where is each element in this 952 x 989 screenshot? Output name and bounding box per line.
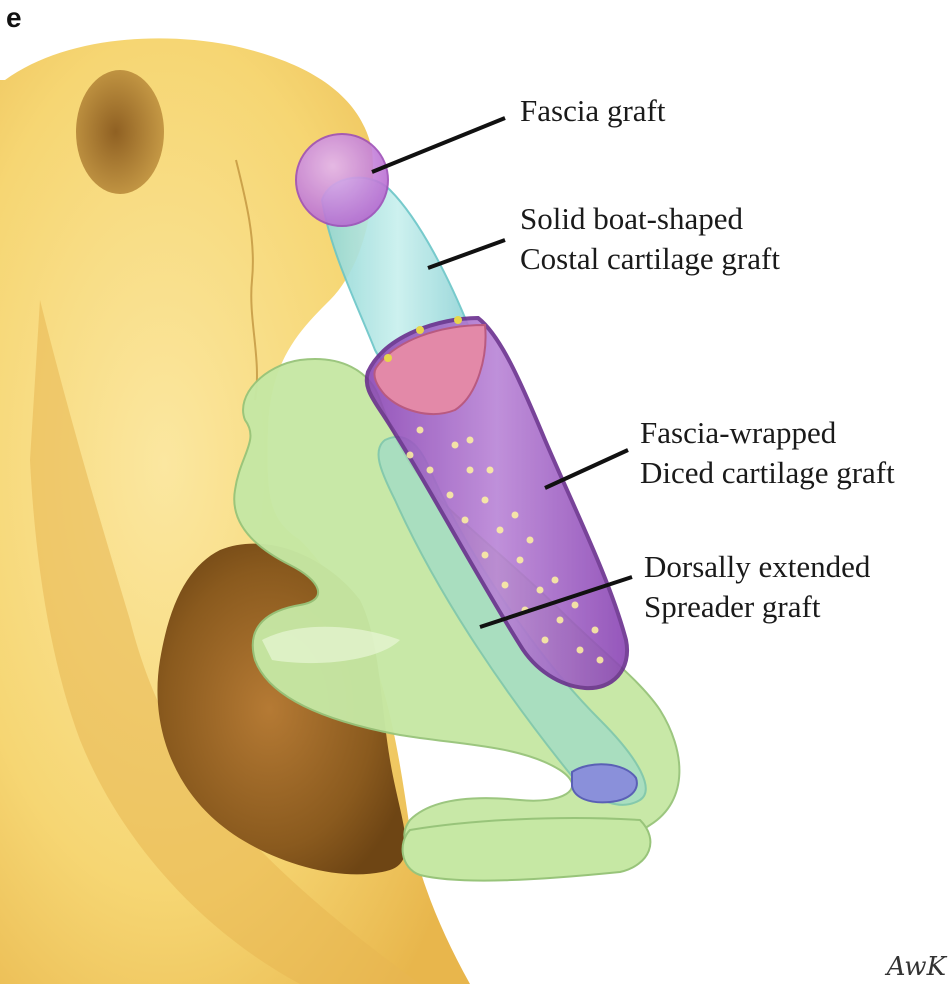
diced-cartilage-dot [577, 647, 584, 654]
suture-dot [384, 354, 392, 362]
diced-cartilage-dot [482, 552, 489, 559]
label-boat-graft-line1: Solid boat-shaped [520, 200, 743, 238]
diced-cartilage-dot [447, 492, 454, 499]
diced-cartilage-dot [407, 452, 414, 459]
label-spreader-graft-line2: Spreader graft [644, 588, 820, 626]
diced-cartilage-dot [487, 467, 494, 474]
diced-cartilage-dot [542, 637, 549, 644]
label-fascia-graft: Fascia graft [520, 92, 665, 130]
diced-cartilage-dot [452, 442, 459, 449]
diced-cartilage-dot [467, 467, 474, 474]
columella [403, 818, 651, 881]
diced-cartilage-dot [517, 557, 524, 564]
diced-cartilage-dot [467, 437, 474, 444]
leader-fascia [372, 118, 505, 172]
diced-cartilage-dot [557, 617, 564, 624]
suture-dot [416, 326, 424, 334]
label-spreader-graft-line1: Dorsally extended [644, 548, 870, 586]
leader-boat [428, 240, 505, 268]
panel-letter: e [6, 2, 22, 34]
suture-dot [454, 316, 462, 324]
label-boat-graft-line2: Costal cartilage graft [520, 240, 780, 278]
diced-cartilage-dot [527, 537, 534, 544]
diced-cartilage-dot [497, 527, 504, 534]
diced-cartilage-dot [502, 582, 509, 589]
label-diced-graft-line2: Diced cartilage graft [640, 454, 895, 492]
diced-cartilage-dot [417, 427, 424, 434]
diced-cartilage-dot [462, 517, 469, 524]
diced-cartilage-dot [512, 512, 519, 519]
artist-signature: AwK [887, 952, 946, 982]
diced-cartilage-dot [427, 467, 434, 474]
blue-tip-graft [572, 764, 637, 802]
eye-socket [76, 70, 164, 194]
diced-cartilage-dot [482, 497, 489, 504]
label-diced-graft-line1: Fascia-wrapped [640, 414, 836, 452]
diced-cartilage-dot [592, 627, 599, 634]
fascia-graft-sphere [296, 134, 388, 226]
diced-cartilage-dot [537, 587, 544, 594]
diced-cartilage-dot [552, 577, 559, 584]
diced-cartilage-dot [597, 657, 604, 664]
diced-cartilage-dot [572, 602, 579, 609]
